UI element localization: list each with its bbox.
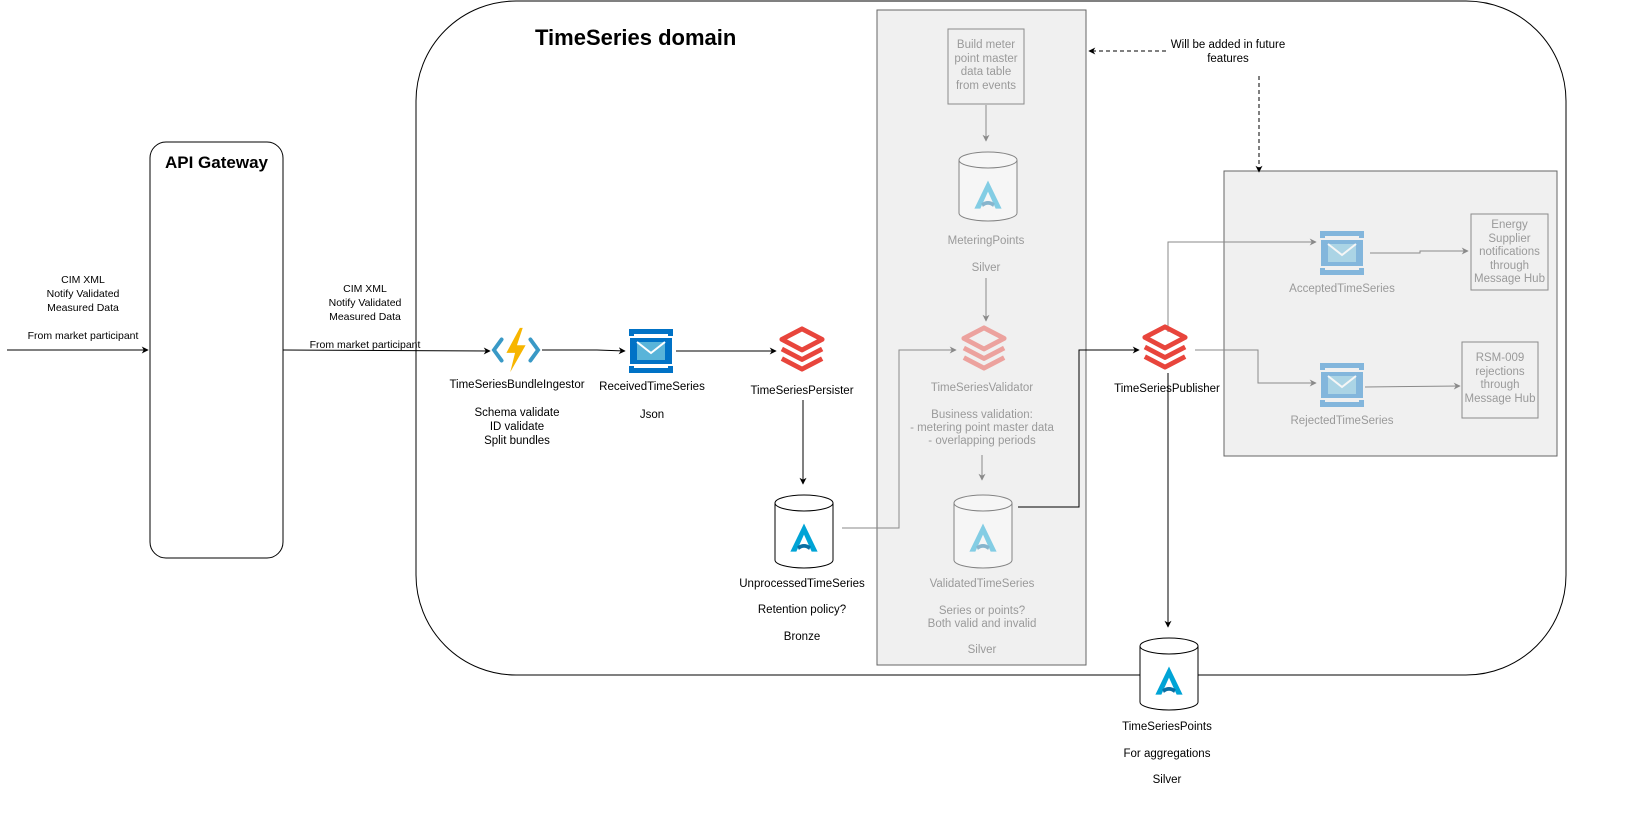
future-note: Will be added in future features	[1170, 39, 1286, 65]
validation-future-panel	[876, 9, 1087, 666]
edge-accepted-to-energy	[1370, 247, 1469, 255]
accepted-label: AcceptedTimeSeries	[1289, 283, 1395, 295]
api-gateway-title: API Gateway	[165, 153, 268, 172]
metering-points-label: MeteringPoints Silver	[947, 235, 1025, 274]
points-label: TimeSeriesPoints For aggregations Silver	[1122, 721, 1212, 787]
edge-rejected-to-rsm	[1364, 382, 1461, 390]
edge-unprocessed-to-validator	[842, 346, 957, 529]
domain-title: TimeSeries domain	[535, 25, 737, 50]
rsm009-box	[1461, 341, 1539, 419]
api-gateway-box	[149, 141, 284, 559]
edge-validated-to-publisher	[1018, 346, 1140, 508]
ingestor-label: TimeSeriesBundleIngestor Schema validate…	[449, 379, 585, 447]
edge-publisher-to-rejected	[1195, 349, 1317, 387]
validator-label: TimeSeriesValidator Business validation:…	[910, 382, 1054, 448]
gateway-outbound-label: CIM XML Notify Validated Measured Data F…	[309, 283, 421, 351]
validated-label: ValidatedTimeSeries Series or points? Bo…	[927, 578, 1037, 657]
edge-gateway-to-ingestor	[282, 347, 491, 355]
publisher-label: TimeSeriesPublisher	[1114, 383, 1220, 395]
unprocessed-label: UnprocessedTimeSeries Retention policy? …	[739, 578, 865, 643]
edge-publisher-to-accepted	[1167, 238, 1317, 332]
build-meter-label: Build meter point master data table from…	[954, 39, 1018, 92]
energy-supplier-label: Energy Supplier notifications through Me…	[1474, 219, 1545, 285]
metering-points-cylinder	[958, 151, 1018, 222]
energy-supplier-box	[1470, 213, 1549, 291]
rejected-label: RejectedTimeSeries	[1290, 415, 1394, 427]
build-meter-box	[947, 28, 1025, 105]
edge-ingestor-to-received	[542, 347, 626, 355]
unprocessed-cylinder	[774, 494, 834, 569]
rsm009-label: RSM-009 rejections through Message Hub	[1464, 352, 1536, 405]
persister-label: TimeSeriesPersister	[750, 385, 854, 397]
points-cylinder	[1139, 637, 1199, 711]
validated-cylinder	[953, 494, 1013, 569]
received-label: ReceivedTimeSeries Json	[599, 381, 705, 421]
external-inbound-label: CIM XML Notify Validated Measured Data F…	[27, 274, 139, 342]
